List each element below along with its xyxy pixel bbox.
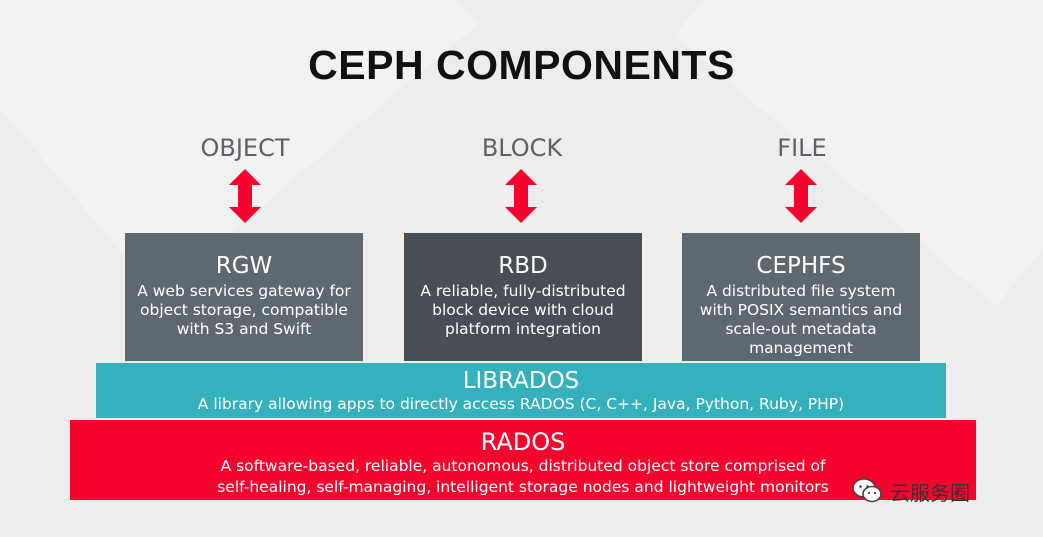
diagram-title: CEPH COMPONENTS bbox=[308, 42, 735, 88]
rgw-box: RGW A web services gateway for object st… bbox=[125, 233, 363, 361]
interface-label-block: BLOCK bbox=[481, 134, 563, 162]
rgw-title: RGW bbox=[215, 253, 273, 279]
librados-title: LIBRADOS bbox=[462, 368, 580, 394]
cephfs-box: CEPHFS A distributed file system with PO… bbox=[682, 233, 920, 361]
interface-label-object: OBJECT bbox=[200, 134, 290, 162]
watermark-text: 云服务圈 bbox=[890, 480, 970, 505]
rbd-description: A reliable, fully-distributed block devi… bbox=[420, 282, 626, 338]
cephfs-description: A distributed file system with POSIX sem… bbox=[699, 282, 903, 357]
rados-bar: RADOS A software-based, reliable, autono… bbox=[70, 420, 976, 500]
rados-description-line-1: A software-based, reliable, autonomous, … bbox=[220, 457, 826, 475]
cephfs-title: CEPHFS bbox=[756, 253, 846, 279]
rados-description-line-2: self-healing, self-managing, intelligent… bbox=[217, 478, 829, 496]
block-arrow-icon bbox=[505, 169, 537, 223]
wechat-icon bbox=[852, 478, 882, 503]
watermark: 云服务圈 bbox=[852, 476, 970, 506]
rgw-description: A web services gateway for object storag… bbox=[137, 282, 351, 338]
file-arrow-icon bbox=[785, 169, 817, 223]
interface-label-file: FILE bbox=[777, 134, 827, 162]
librados-bar: LIBRADOS A library allowing apps to dire… bbox=[96, 363, 946, 418]
rbd-title: RBD bbox=[498, 253, 548, 279]
librados-description: A library allowing apps to directly acce… bbox=[197, 395, 845, 413]
rados-title: RADOS bbox=[480, 428, 566, 456]
rbd-box: RBD A reliable, fully-distributed block … bbox=[404, 233, 642, 361]
object-arrow-icon bbox=[229, 169, 261, 223]
